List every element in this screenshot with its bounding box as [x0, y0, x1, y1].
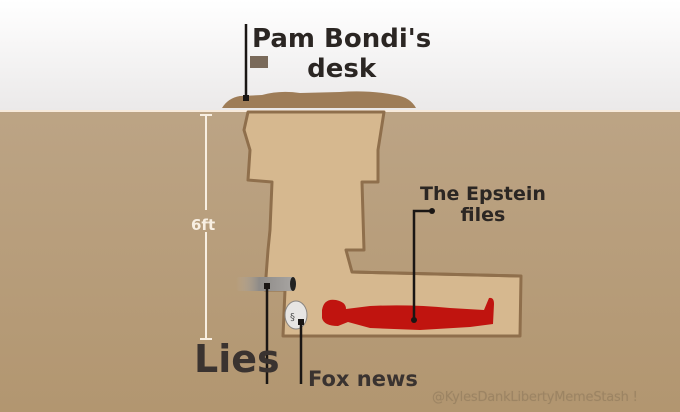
- pam-bondi-desk-label: Pam Bondi's desk: [252, 24, 431, 84]
- desk-label-line1: Pam Bondi's: [252, 24, 432, 54]
- tunnel-shape: [242, 110, 523, 338]
- lies-label: Lies: [194, 337, 280, 381]
- epstein-pointer-line: [412, 209, 432, 320]
- dirt-mound: [222, 91, 416, 108]
- epstein-label-line1: The Epstein: [420, 183, 546, 205]
- flag: [250, 56, 268, 68]
- fox-news-label: Fox news: [308, 367, 418, 391]
- epstein-label-line2: files: [460, 204, 506, 226]
- depth-label: 6ft: [191, 216, 216, 234]
- desk-label-line2: desk: [307, 54, 377, 84]
- svg-text:§: §: [290, 312, 295, 323]
- sky-background: [0, 0, 680, 110]
- body-silhouette: [322, 297, 494, 330]
- epstein-files-label: The Epstein files: [420, 184, 546, 226]
- watermark: @KylesDankLibertyMemeStash !: [432, 390, 638, 405]
